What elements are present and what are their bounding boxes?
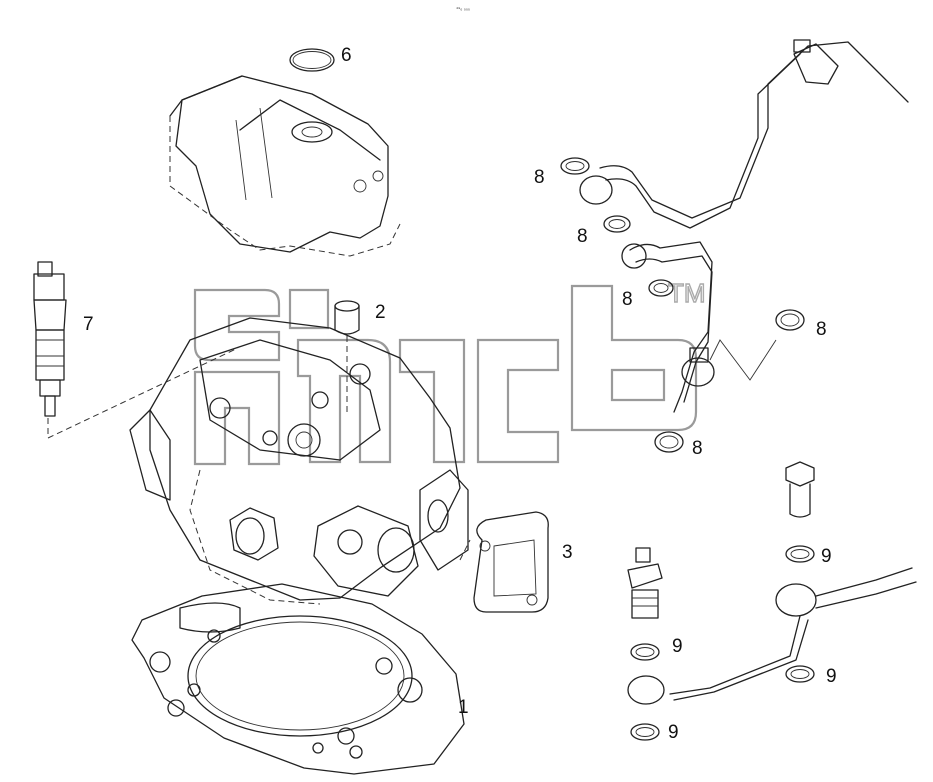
callout-8a: 8 [534,167,545,188]
injection-pipe-lower [627,567,917,705]
callout-3: 3 [562,542,573,563]
cover-o-ring [289,48,335,72]
cylinder-head [129,317,471,605]
seal-ring-h [785,665,815,683]
callout-8c: 8 [622,289,633,310]
callout-9a: 9 [821,546,832,567]
callout-8e: 8 [692,438,703,459]
seal-ring-f [785,545,815,563]
seal-ring-c [648,279,674,297]
seal-ring-d [775,309,805,331]
seal-ring-e [654,431,684,453]
callout-9d: 9 [668,722,679,743]
cylinder-head-sleeve [334,300,360,416]
callout-6: 6 [341,45,352,66]
callout-9c: 9 [826,666,837,687]
watermark-tm: TM [668,278,706,308]
connector-fitting [627,547,663,619]
valve-cover [169,75,401,257]
seal-ring-g [630,643,660,661]
injection-pipe-middle [621,241,777,413]
callout-7: 7 [83,314,94,335]
seal-ring-b [603,215,631,233]
figure-code: ⁴⁹₀ ₀₀₀ [456,6,470,12]
injector [33,261,239,439]
callout-8b: 8 [577,226,588,247]
callout-2: 2 [375,302,386,323]
watermark-logo: TM [193,277,706,466]
seal-ring-i [630,723,660,741]
seal-ring-a [560,157,590,175]
callout-8d: 8 [816,319,827,340]
callout-9b: 9 [672,636,683,657]
banjo-bolt [785,461,815,518]
flange-gasket [473,511,549,613]
callout-1: 1 [458,697,469,718]
injection-pipe-upper [579,39,909,229]
cylinder-head-gasket [131,583,465,775]
